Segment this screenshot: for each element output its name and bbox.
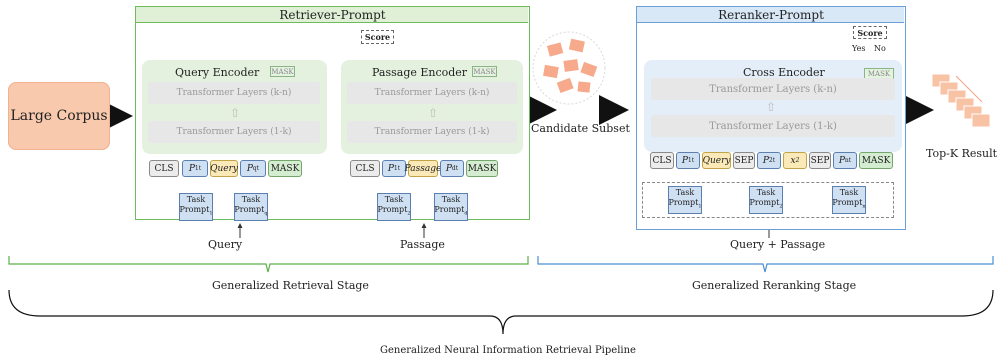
no-label: No [874,44,886,53]
passage-token-passage: Passage [405,160,441,177]
query-token-mask: MASK [268,160,302,177]
retrieval-stage-bracket [8,256,529,273]
pipeline-label: Generalized Neural Information Retrieval… [380,345,636,356]
cross-layers-bottom: Transformer Layers (1-k) [651,115,895,137]
passage-token-cls: CLS [350,160,380,177]
rerank-token-sep-2: SEP [809,152,831,169]
retrieval-stage-label: Generalized Retrieval Stage [212,279,369,292]
passage-mask-output: MASK [472,66,497,77]
cross-encoder-title: Cross Encoder [743,66,825,79]
large-corpus-label: Large Corpus [10,108,108,124]
query-token-cls: CLS [149,160,179,177]
passage-layers-bottom: Transformer Layers (1-k) [347,121,517,143]
passage-encoder-title: Passage Encoder [372,66,468,79]
topk-docs-icon [931,73,991,128]
query-passage-input-label: Query + Passage [730,238,826,251]
rerank-task-prompt-1: Task Prompt1 [668,186,702,214]
query-encoder-title: Query Encoder [175,66,260,79]
reranker-panel-header [637,7,904,23]
query-task-prompt-q: Task Promptq [234,193,268,221]
cross-layer-up-arrow: ⇧ [766,100,777,114]
passage-layers-top: Transformer Layers (k-n) [347,82,517,104]
retriever-score: Score [361,30,394,44]
rerank-task-prompt-2: Task Prompt2 [749,186,783,214]
rerank-token-mask: MASK [859,152,893,169]
passage-token-mask: MASK [466,160,498,177]
passage-task-prompt-d: Task Promptd [434,193,468,221]
query-task-prompt-1: Task Prompt1 [179,193,213,221]
rerank-token-query: Query [702,152,731,169]
candidate-docs-icon [543,38,598,94]
rerank-token-cls: CLS [650,152,674,169]
yes-label: Yes [852,44,866,53]
reranker-task-prompt-group [642,182,894,218]
passage-layer-up-arrow: ⇧ [428,106,439,120]
query-mask-output: MASK [270,66,295,77]
query-layer-up-arrow: ⇧ [230,106,241,120]
cross-layers-top: Transformer Layers (k-n) [651,78,895,100]
reranker-title: Reranker-Prompt [718,8,824,22]
query-layers-top: Transformer Layers (k-n) [148,82,320,104]
passage-input-label: Passage [400,238,445,251]
rerank-task-prompt-n: Task Promptn [832,186,866,214]
large-corpus-box: Large Corpus [8,82,110,150]
rerank-token-sep-1: SEP [733,152,755,169]
topk-label: Top-K Result [926,147,998,160]
passage-task-prompt-2: Task Prompt2 [377,193,411,221]
query-layers-bottom: Transformer Layers (1-k) [148,121,320,143]
candidate-subset-label: Candidate Subset [531,122,630,135]
reranking-stage-bracket [537,256,994,273]
query-input-label: Query [208,238,243,251]
reranker-score: Score [853,26,887,39]
retriever-panel-header [136,7,528,23]
reranking-stage-label: Generalized Reranking Stage [692,279,857,292]
retriever-title: Retriever-Prompt [279,8,386,22]
pipeline-brace [8,289,994,335]
query-token-query: Query [210,160,238,177]
